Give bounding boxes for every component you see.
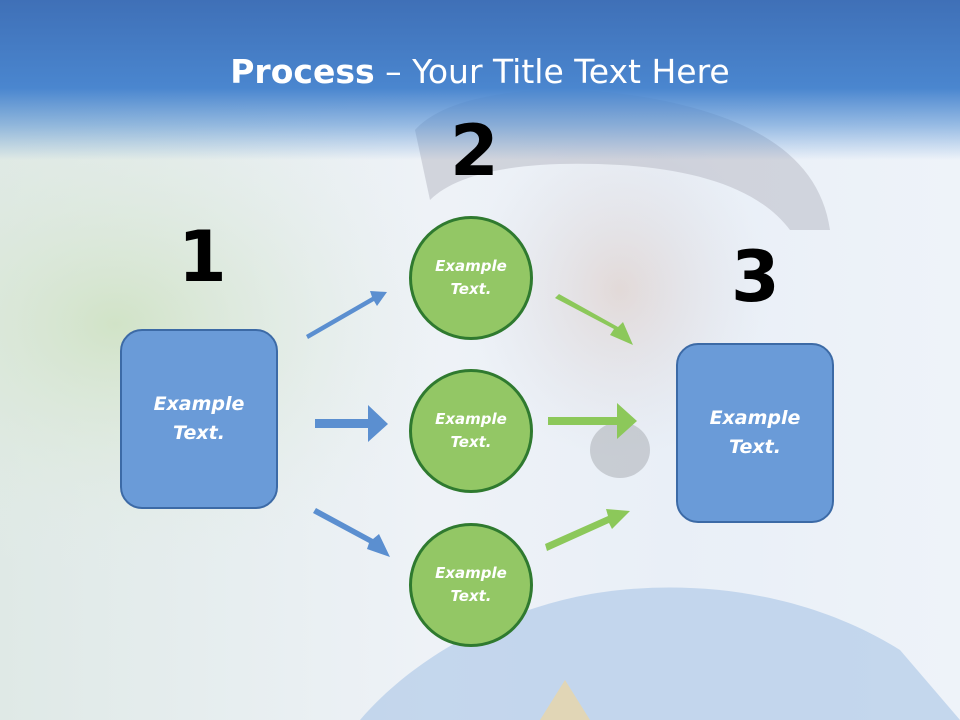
arrow-bot-to-right [545, 509, 630, 551]
title-bold: Process [230, 52, 375, 91]
step-number-2: 2 [450, 110, 499, 192]
right-box-text: Example Text. [709, 407, 801, 458]
arrow-left-to-top [306, 291, 387, 339]
arrow-left-to-bot [313, 508, 390, 557]
step-number-3: 3 [731, 236, 780, 318]
circle-top-text: Example Text. [435, 257, 507, 298]
circle-middle: Example Text. [409, 369, 533, 493]
slide-title: Process – Your Title Text Here [0, 52, 960, 91]
circle-top: Example Text. [409, 216, 533, 340]
circle-middle-text: Example Text. [435, 410, 507, 451]
step-number-1: 1 [178, 216, 227, 298]
left-box-text: Example Text. [153, 393, 245, 444]
title-rest: – Your Title Text Here [374, 52, 730, 91]
circle-bottom: Example Text. [409, 523, 533, 647]
arrow-left-to-mid [315, 405, 388, 442]
arrow-top-to-right [555, 294, 633, 345]
arrow-mid-to-right [548, 403, 637, 439]
right-box: Example Text. [676, 343, 834, 523]
left-box: Example Text. [120, 329, 278, 509]
title-banner [0, 0, 960, 160]
circle-bottom-text: Example Text. [435, 564, 507, 605]
